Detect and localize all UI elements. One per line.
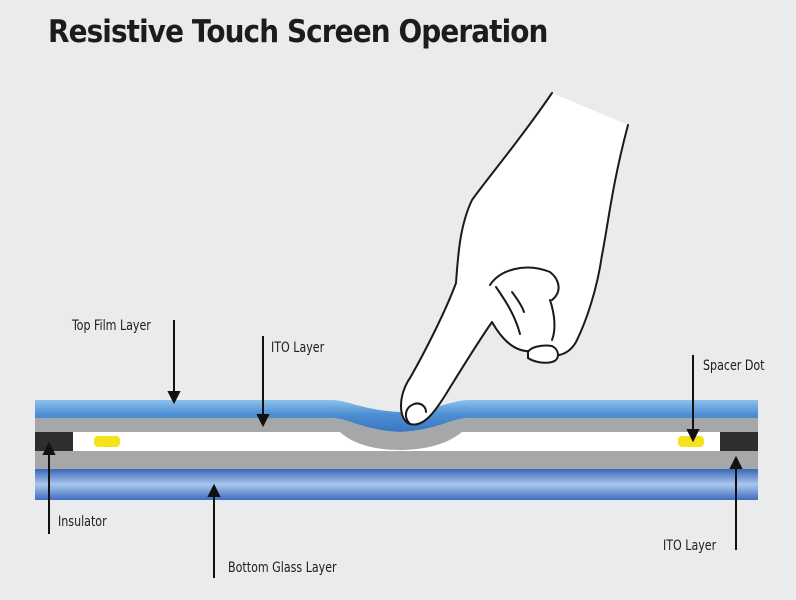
arrows (42, 320, 743, 578)
label-ito-layer-top: ITO Layer (271, 340, 325, 356)
label-top-film-layer: Top Film Layer (72, 318, 151, 334)
diagram-title: Resistive Touch Screen Operation (48, 14, 548, 50)
spacer-dot-left (94, 436, 120, 447)
finger-illustration (400, 92, 629, 426)
label-spacer-dot: Spacer Dot (703, 358, 765, 374)
top-film-layer (35, 400, 758, 432)
label-insulator: Insulator (58, 514, 107, 530)
label-bottom-glass-layer: Bottom Glass Layer (228, 560, 337, 576)
spacer-dot-right (678, 436, 704, 447)
insulator-right (720, 432, 758, 451)
bottom-ito-layer (35, 451, 758, 469)
insulator-left (35, 432, 73, 451)
label-ito-layer-bottom: ITO Layer (663, 538, 717, 554)
bottom-glass-layer (35, 469, 758, 500)
